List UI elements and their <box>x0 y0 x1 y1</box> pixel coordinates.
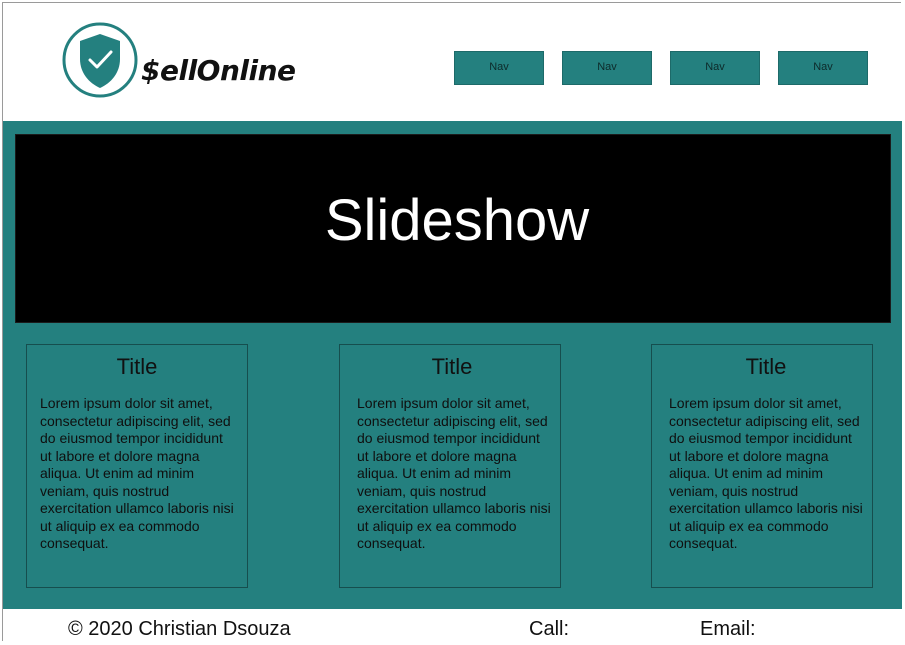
card-title: Title <box>116 354 158 379</box>
slideshow[interactable]: Slideshow <box>15 134 891 323</box>
nav-button-3[interactable]: Nav <box>670 51 760 85</box>
footer: © 2020 Christian Dsouza Call: Email: <box>3 609 902 642</box>
nav-button-4[interactable]: Nav <box>778 51 868 85</box>
card-body: Lorem ipsum dolor sit amet, consectetur … <box>357 395 551 551</box>
card-body: Lorem ipsum dolor sit amet, consectetur … <box>669 395 863 551</box>
card-title: Title <box>745 354 787 379</box>
call-label: Call: <box>529 618 570 640</box>
info-card-2: Title Lorem ipsum dolor sit amet, consec… <box>339 344 561 588</box>
main-content: Slideshow Title Lorem ipsum dolor sit am… <box>3 121 902 609</box>
copyright-text: © 2020 Christian Dsouza <box>68 618 291 640</box>
header: $ellOnline Nav Nav Nav Nav <box>3 3 902 121</box>
email-label: Email: <box>700 618 756 640</box>
brand-logo-text: $ellOnline <box>141 54 296 87</box>
card-body: Lorem ipsum dolor sit amet, consectetur … <box>40 395 234 551</box>
info-card-1: Title Lorem ipsum dolor sit amet, consec… <box>26 344 248 588</box>
nav-button-1[interactable]: Nav <box>454 51 544 85</box>
card-title: Title <box>431 354 473 379</box>
nav-button-2[interactable]: Nav <box>562 51 652 85</box>
slideshow-label: Slideshow <box>324 188 590 253</box>
info-card-3: Title Lorem ipsum dolor sit amet, consec… <box>651 344 873 588</box>
shield-check-icon <box>62 22 138 98</box>
